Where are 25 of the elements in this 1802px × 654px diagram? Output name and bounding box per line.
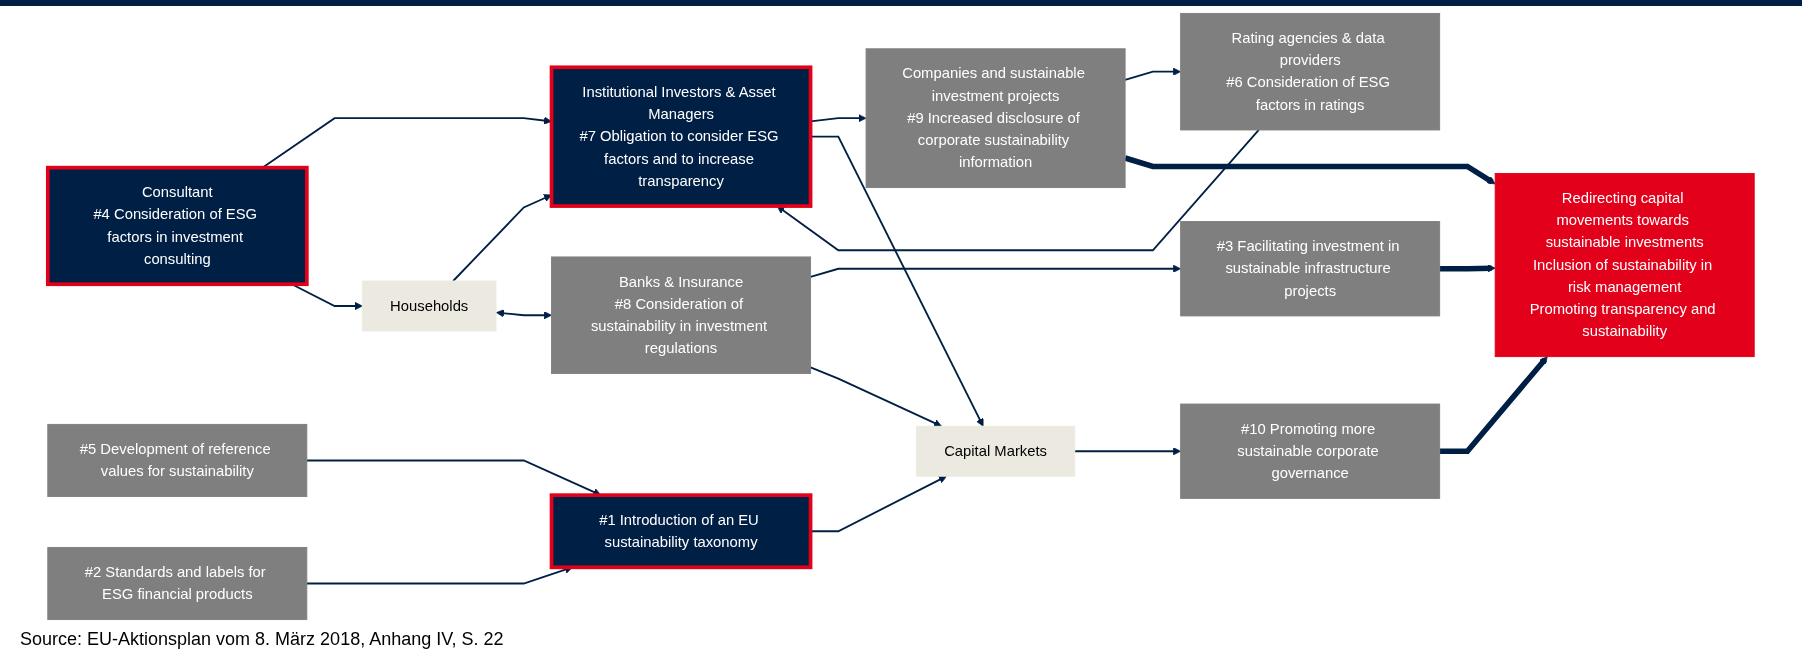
arrow xyxy=(1124,67,1181,81)
node-box: Banks & Insurance #8 Consideration of sustainability in investment regulations xyxy=(551,256,812,374)
arrow xyxy=(1124,155,1496,185)
node-box: Redirecting capital movements towards sustainable investments Inclusion of sustainability in risk management Promoting transparency and sustainability xyxy=(1494,173,1755,358)
node-box: #5 Development of reference values for sustainability xyxy=(47,423,308,498)
arrow xyxy=(1073,447,1181,456)
node-box: #10 Promoting more sustainable corporate governance xyxy=(1180,403,1441,499)
node-box: #2 Standards and labels for ESG financial products xyxy=(47,546,308,621)
arrow xyxy=(809,264,1181,278)
arrow xyxy=(776,129,1260,252)
arrow xyxy=(809,135,984,427)
node-box: #3 Facilitating investment in sustainable infrastructure projects xyxy=(1180,221,1441,317)
arrow xyxy=(809,366,942,427)
node-box: Rating agencies & data providers #6 Consideration of ESG factors in ratings xyxy=(1180,12,1441,131)
source-caption: Source: EU-Aktionsplan vom 8. März 2018, Anhang IV, S. 22 xyxy=(19,628,505,651)
arrow xyxy=(1439,264,1496,273)
arrow xyxy=(496,309,552,320)
node-box: Institutional Investors & Asset Managers #7 Obligation to consider ESG factors and to increase transparency xyxy=(549,65,813,208)
node-box: Consultant #4 Consideration of ESG factors in investment consulting xyxy=(45,165,309,287)
arrow xyxy=(305,459,602,496)
node-box: Companies and sustainable investment projects #9 Increased disclosure of corporate sustainability information xyxy=(865,48,1126,189)
node-box: Capital Markets xyxy=(915,425,1076,477)
node-box: #1 Introduction of an EU sustainability taxonomy xyxy=(549,493,813,570)
node-box: Households xyxy=(361,280,497,332)
arrow xyxy=(1439,356,1548,454)
